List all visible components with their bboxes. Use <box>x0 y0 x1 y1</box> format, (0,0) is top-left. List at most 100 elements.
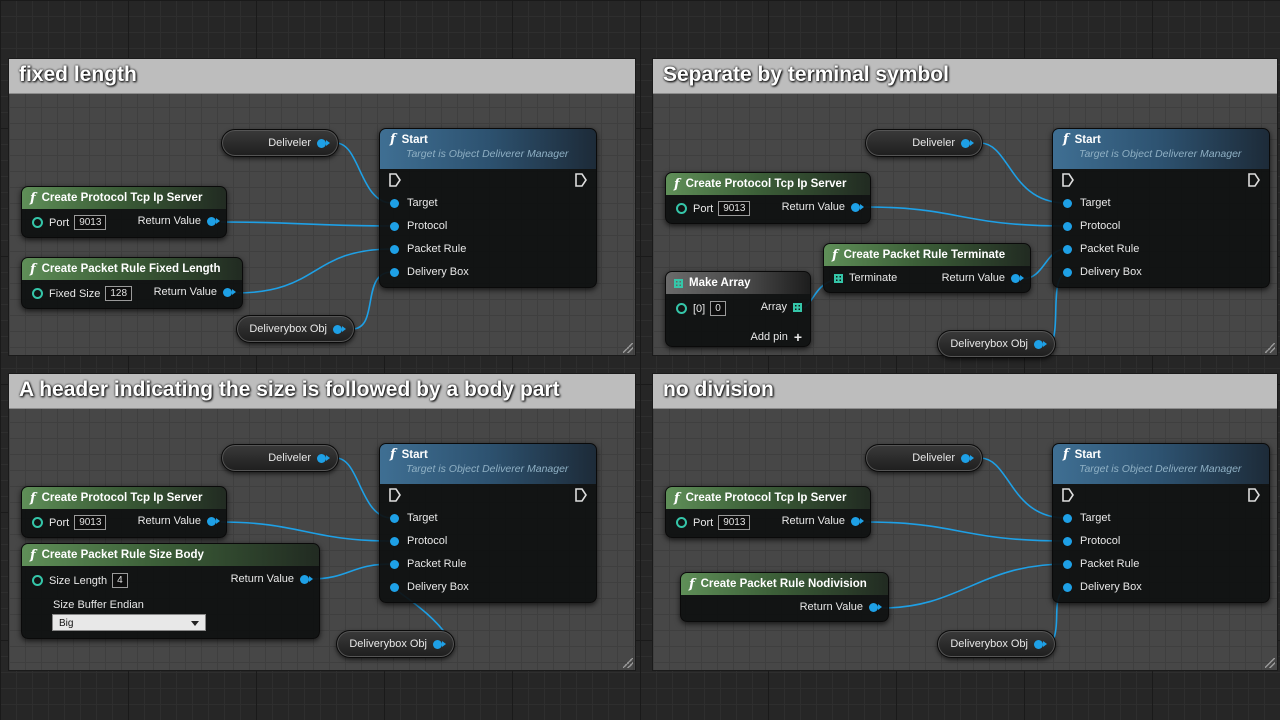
exec-output-pin[interactable] <box>1247 488 1261 502</box>
return-value-row[interactable]: Return Value <box>800 601 882 613</box>
size-buffer-endian-dropdown[interactable]: Big <box>52 614 206 631</box>
resize-handle[interactable] <box>623 658 633 668</box>
port-pin[interactable] <box>676 203 687 214</box>
packet-rule-pin[interactable] <box>390 244 399 254</box>
deliverybox-obj-variable-node[interactable]: Deliverybox Obj <box>937 630 1056 658</box>
return-value-row[interactable]: Return Value <box>231 573 313 585</box>
return-value-row[interactable]: Return Value <box>942 272 1024 284</box>
comment-header[interactable]: Separate by terminal symbol <box>653 59 1277 94</box>
comment-header[interactable]: fixed length <box>9 59 635 94</box>
return-value-pin[interactable] <box>851 202 864 212</box>
protocol-pin[interactable] <box>1063 536 1072 546</box>
make-array-node[interactable]: Make Array [0]0 Array Add pin+ <box>665 271 811 347</box>
delivery-box-pin[interactable] <box>390 267 399 277</box>
exec-input-pin[interactable] <box>1061 173 1075 187</box>
protocol-pin[interactable] <box>390 536 399 546</box>
target-pin[interactable] <box>390 513 399 523</box>
target-pin-row[interactable]: Target <box>390 512 438 524</box>
deliverybox-obj-variable-node[interactable]: Deliverybox Obj <box>937 330 1056 358</box>
target-pin[interactable] <box>1063 513 1072 523</box>
deliverybox-obj-variable-node[interactable]: Deliverybox Obj <box>236 315 355 343</box>
port-value-field[interactable]: 9013 <box>718 201 751 216</box>
resize-handle[interactable] <box>1265 658 1275 668</box>
protocol-pin-row[interactable]: Protocol <box>390 535 447 547</box>
deliveler-output-pin[interactable] <box>317 453 330 463</box>
return-value-row[interactable]: Return Value <box>138 215 220 227</box>
packet-rule-pin-row[interactable]: Packet Rule <box>390 243 466 255</box>
size-length-pin[interactable] <box>32 575 43 586</box>
protocol-pin[interactable] <box>390 221 399 231</box>
fixed-size-pin[interactable] <box>32 288 43 299</box>
comment-header[interactable]: A header indicating the size is followed… <box>9 374 635 409</box>
index-pin[interactable] <box>676 303 687 314</box>
packet-rule-pin-row[interactable]: Packet Rule <box>390 558 466 570</box>
protocol-pin-row[interactable]: Protocol <box>390 220 447 232</box>
deliveler-output-pin[interactable] <box>317 138 330 148</box>
port-value-field[interactable]: 9013 <box>74 215 107 230</box>
target-pin-row[interactable]: Target <box>1063 197 1111 209</box>
exec-output-pin[interactable] <box>574 173 588 187</box>
packet-rule-pin[interactable] <box>390 559 399 569</box>
return-value-row[interactable]: Return Value <box>154 286 236 298</box>
deliveler-variable-node[interactable]: Deliveler <box>221 129 339 157</box>
index-pin-row[interactable]: [0]0 <box>676 301 726 316</box>
deliverybox-obj-output-pin[interactable] <box>1034 339 1047 349</box>
size-buffer-endian-pin-row[interactable]: Size Buffer Endian <box>32 599 144 611</box>
resize-handle[interactable] <box>1265 343 1275 353</box>
exec-output-pin[interactable] <box>1247 173 1261 187</box>
packet-rule-pin[interactable] <box>1063 559 1072 569</box>
deliverybox-obj-output-pin[interactable] <box>1034 639 1047 649</box>
delivery-box-pin[interactable] <box>1063 582 1072 592</box>
return-value-row[interactable]: Return Value <box>782 201 864 213</box>
deliveler-variable-node[interactable]: Deliveler <box>865 444 983 472</box>
delivery-box-pin-row[interactable]: Delivery Box <box>1063 581 1142 593</box>
port-pin[interactable] <box>32 217 43 228</box>
target-pin[interactable] <box>1063 198 1072 208</box>
size-length-value-field[interactable]: 4 <box>112 573 128 588</box>
delivery-box-pin-row[interactable]: Delivery Box <box>390 581 469 593</box>
array-pin-icon[interactable] <box>834 273 843 283</box>
return-value-pin[interactable] <box>223 287 236 297</box>
terminate-pin-row[interactable]: Terminate <box>834 272 897 284</box>
deliveler-variable-node[interactable]: Deliveler <box>865 129 983 157</box>
packet-rule-pin[interactable] <box>1063 244 1072 254</box>
target-pin-row[interactable]: Target <box>1063 512 1111 524</box>
delivery-box-pin-row[interactable]: Delivery Box <box>1063 266 1142 278</box>
deliverybox-obj-variable-node[interactable]: Deliverybox Obj <box>336 630 455 658</box>
deliveler-variable-node[interactable]: Deliveler <box>221 444 339 472</box>
add-pin-button[interactable]: Add pin+ <box>751 329 803 345</box>
return-value-pin[interactable] <box>207 216 220 226</box>
target-pin[interactable] <box>390 198 399 208</box>
target-pin-row[interactable]: Target <box>390 197 438 209</box>
deliveler-output-pin[interactable] <box>961 453 974 463</box>
deliverybox-obj-output-pin[interactable] <box>333 324 346 334</box>
packet-rule-pin-row[interactable]: Packet Rule <box>1063 243 1139 255</box>
comment-header[interactable]: no division <box>653 374 1277 409</box>
protocol-pin[interactable] <box>1063 221 1072 231</box>
fixed-size-value-field[interactable]: 128 <box>105 286 133 301</box>
return-value-row[interactable]: Return Value <box>782 515 864 527</box>
array-output-row[interactable]: Array <box>761 301 802 313</box>
return-value-pin[interactable] <box>207 516 220 526</box>
resize-handle[interactable] <box>623 343 633 353</box>
return-value-pin[interactable] <box>1011 273 1024 283</box>
return-value-pin[interactable] <box>851 516 864 526</box>
delivery-box-pin[interactable] <box>1063 267 1072 277</box>
index-value-field[interactable]: 0 <box>710 301 726 316</box>
